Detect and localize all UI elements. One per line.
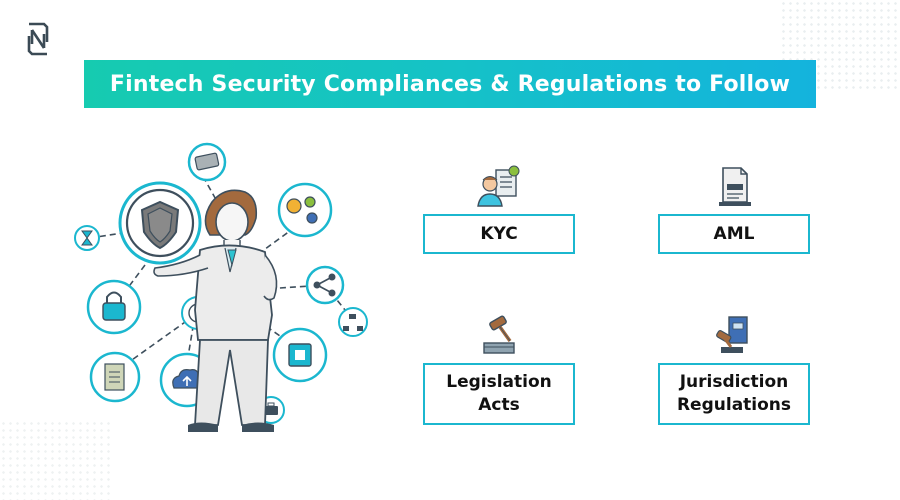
security-network-illustration [74, 142, 368, 432]
share-icon [305, 265, 345, 305]
brand-logo-icon [27, 22, 49, 56]
document-icon [89, 351, 141, 403]
gavel-law-book-icon [716, 316, 748, 353]
legislation-label-line2: Acts [478, 395, 520, 415]
kyc-person-document-icon [477, 165, 520, 207]
kyc-label: KYC [480, 223, 518, 244]
jurisdiction-label-line2: Regulations [676, 395, 792, 415]
aml-card: AML [658, 164, 810, 254]
legislation-label-line1: Legislation [446, 372, 552, 393]
kyc-label-box: KYC [423, 214, 575, 254]
card-icon [187, 142, 227, 182]
aml-document-icon [719, 167, 751, 206]
aml-label: AML [713, 223, 755, 244]
decorative-dots-bottom-left [0, 420, 110, 500]
jurisdiction-regulations-label-box: Jurisdiction Regulations [658, 363, 810, 425]
gavel-book-icon [483, 315, 515, 354]
jurisdiction-label-line1: Jurisdiction [679, 372, 789, 393]
jurisdiction-regulations-card: Jurisdiction Regulations [658, 313, 810, 425]
gears-icon [277, 182, 333, 238]
legislation-acts-card: Legislation Acts [423, 313, 575, 425]
chip-icon [272, 327, 328, 383]
lock-icon [86, 279, 142, 335]
kyc-card: KYC [423, 164, 575, 254]
shield-icon [118, 181, 202, 265]
legislation-acts-label-box: Legislation Acts [423, 363, 575, 425]
businessman-figure [153, 189, 278, 432]
page-title: Fintech Security Compliances & Regulatio… [84, 60, 816, 108]
aml-label-box: AML [658, 214, 810, 254]
hourglass-icon [74, 225, 100, 251]
network-icon [338, 307, 368, 337]
